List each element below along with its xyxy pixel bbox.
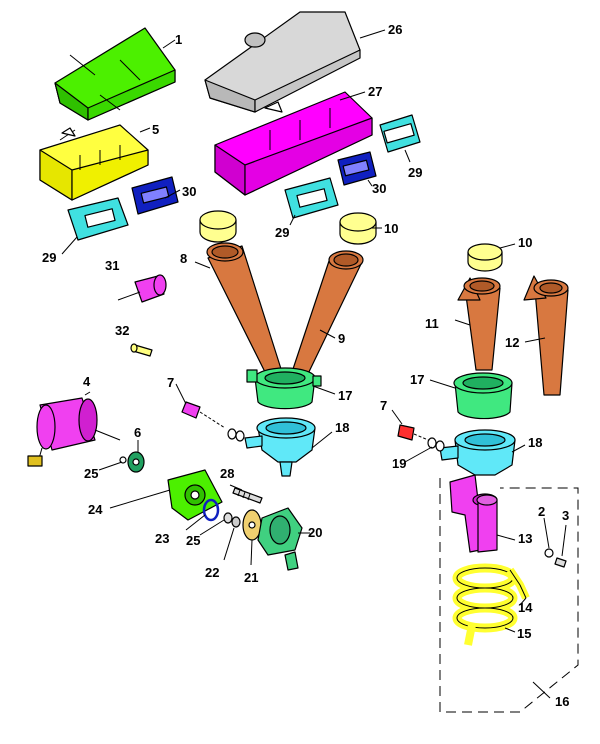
part-18-funnel-right: [439, 429, 516, 476]
part-7-nozzle-right: [397, 424, 441, 446]
part-10-cap-middle: [339, 212, 377, 245]
label-28: 28: [220, 466, 234, 481]
part-13-holder: [449, 474, 498, 553]
part-12-tube: [523, 275, 569, 396]
label-21: 21: [244, 570, 258, 585]
label-27: 27: [368, 84, 382, 99]
label-14: 14: [518, 600, 533, 615]
label-23: 23: [155, 531, 169, 546]
label-13: 13: [518, 531, 532, 546]
label-6: 6: [134, 425, 141, 440]
label-7-right: 7: [380, 398, 387, 413]
part-29-bracket-right: [379, 114, 421, 153]
label-30-left: 30: [182, 184, 196, 199]
label-1: 1: [175, 32, 182, 47]
part-29-bracket-middle: [284, 177, 339, 219]
label-29-right: 29: [408, 165, 422, 180]
part-18-funnel-left: [244, 417, 316, 477]
part-11-tube: [457, 277, 501, 371]
part-1-green-lid: [54, 27, 176, 121]
part-32-pin: [130, 343, 153, 357]
part-24-pump-housing: [167, 469, 223, 521]
part-8-tube: [206, 242, 283, 379]
part-30-bracket-left: [131, 176, 179, 215]
label-3: 3: [562, 508, 569, 523]
label-30-middle: 30: [372, 181, 386, 196]
label-29-middle: 29: [275, 225, 289, 240]
label-17-right: 17: [410, 372, 424, 387]
part-6-impeller: [119, 451, 145, 473]
leader-lines: [61, 29, 567, 699]
label-29-left: 29: [42, 250, 56, 265]
part-10-cap-right: [467, 243, 503, 272]
part-14-hose-end: [506, 567, 530, 600]
label-20: 20: [308, 525, 322, 540]
part-31-fitting: [117, 274, 167, 303]
label-12: 12: [505, 335, 519, 350]
part-number-labels: 1 26 5 27 29 30 29 30 29 10 10 8 31 9 11…: [42, 22, 569, 709]
part-26-grey-lid: [204, 11, 361, 113]
label-24: 24: [88, 502, 103, 517]
part-29-bracket-left: [67, 197, 129, 241]
label-11: 11: [425, 316, 439, 331]
part-10-cap-left: [199, 210, 237, 243]
label-22: 22: [205, 565, 219, 580]
label-19: 19: [392, 456, 406, 471]
label-25-left: 25: [84, 466, 98, 481]
part-17-funnel-left: [246, 367, 322, 410]
label-18-right: 18: [528, 435, 542, 450]
label-10-middle: 10: [384, 221, 398, 236]
part-7-nozzle-left: [181, 401, 226, 429]
part-3-screw: [554, 557, 567, 568]
part-5-yellow-tray: [39, 124, 149, 201]
part-15-coiled-hose: [452, 563, 518, 646]
label-9: 9: [338, 331, 345, 346]
part-22-nut: [231, 516, 241, 528]
label-17-left: 17: [338, 388, 352, 403]
part-17-funnel-right: [453, 372, 513, 420]
label-31: 31: [105, 258, 119, 273]
part-2-ring: [544, 548, 554, 558]
part-30-bracket-middle: [337, 151, 377, 186]
label-32: 32: [115, 323, 129, 338]
label-15: 15: [517, 626, 531, 641]
part-28-screw: [232, 487, 263, 504]
label-5: 5: [152, 122, 159, 137]
label-4: 4: [83, 374, 91, 389]
part-23-o-ring: [202, 498, 220, 522]
part-20-pump-cover: [257, 507, 303, 571]
label-16: 16: [555, 694, 569, 709]
part-9-tube: [291, 250, 364, 379]
label-2: 2: [538, 504, 545, 519]
part-19-o-rings-right: [427, 437, 445, 452]
part-27-magenta-tray: [214, 91, 373, 196]
label-25-right: 25: [186, 533, 200, 548]
o-rings-left: [227, 428, 245, 442]
label-26: 26: [388, 22, 402, 37]
part-4-motor: [27, 397, 121, 467]
label-18-left: 18: [335, 420, 349, 435]
label-10-right: 10: [518, 235, 532, 250]
label-7-left: 7: [167, 375, 174, 390]
part-25-washer: [223, 512, 233, 524]
part-16-assembly-boundary: [439, 478, 579, 713]
label-8: 8: [180, 251, 187, 266]
